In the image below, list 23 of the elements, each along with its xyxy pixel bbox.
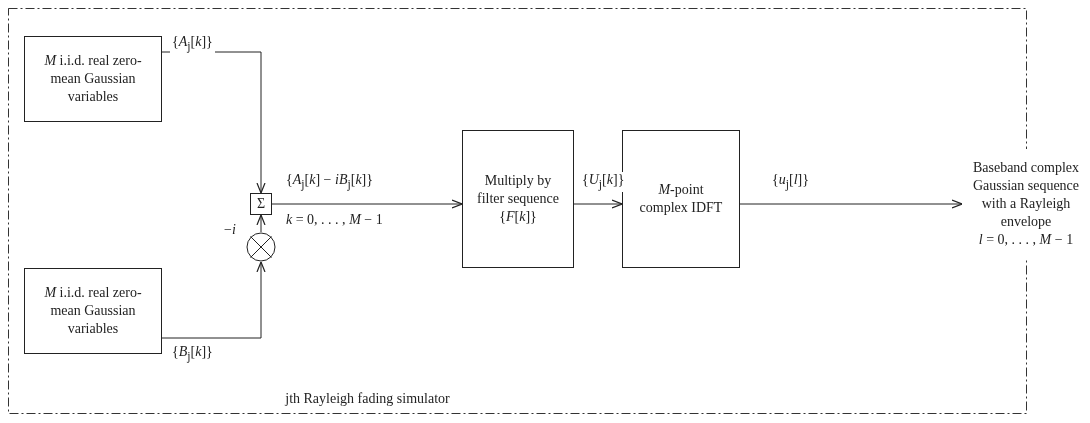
multiplier-symbol (246, 232, 276, 262)
arrow (256, 214, 266, 233)
arrow (161, 261, 266, 339)
box-label: Multiply by filter sequence {F[k]} (476, 171, 560, 227)
arrow (739, 199, 963, 209)
arrow (573, 199, 623, 209)
arrow (271, 199, 463, 209)
box-label: M i.i.d. real zero-mean Gaussian variables (43, 51, 143, 107)
frame-title: jth Rayleigh fading simulator (285, 389, 450, 408)
process-box (24, 36, 162, 122)
edge-label: {u$_{j}$[l]} (770, 172, 811, 192)
index-range-label: k = 0, . . . , M − 1 (284, 212, 385, 229)
process-box (462, 130, 574, 268)
edge-label: {A$_{j}$[k]} (170, 34, 215, 54)
output-description: l = 0, . . . , M − 1 (978, 231, 1074, 250)
edge-label: {U$_{j}$[k]} (580, 172, 627, 192)
summation-box: Σ (250, 193, 272, 215)
process-box (622, 130, 740, 268)
box-label: M-point complex IDFT (638, 180, 724, 217)
box-label: M i.i.d. real zero-mean Gaussian variables (43, 283, 143, 339)
process-box (24, 268, 162, 354)
edge-label: {B$_{j}$[k]} (170, 344, 215, 364)
edge-label: {A$_{j}$[k] − iB$_{j}$[k]} (284, 172, 375, 192)
